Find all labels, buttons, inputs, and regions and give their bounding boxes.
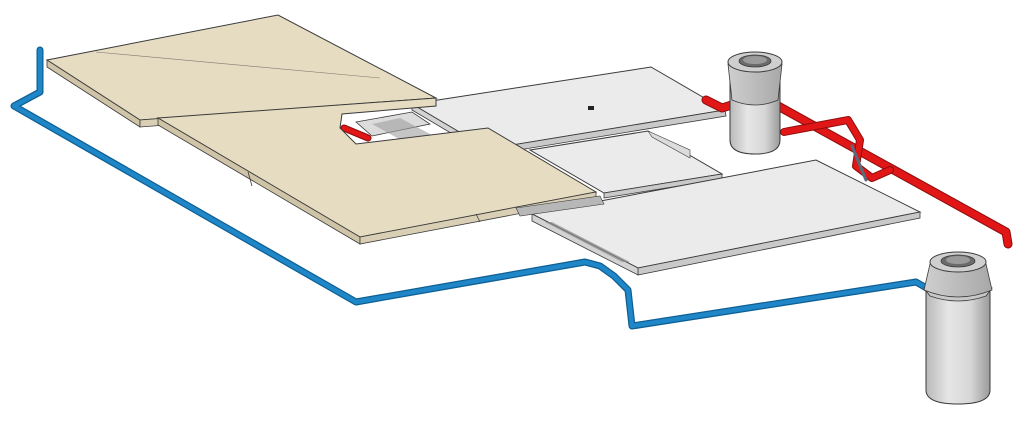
blue-drain-pipe bbox=[10, 46, 934, 330]
tank-back bbox=[727, 51, 783, 155]
grey-slab-back bbox=[410, 66, 727, 156]
tank-front bbox=[923, 251, 993, 405]
floor-drain-icon bbox=[588, 106, 594, 110]
tan-slab-right bbox=[156, 97, 605, 245]
grey-slab-front bbox=[530, 159, 922, 276]
